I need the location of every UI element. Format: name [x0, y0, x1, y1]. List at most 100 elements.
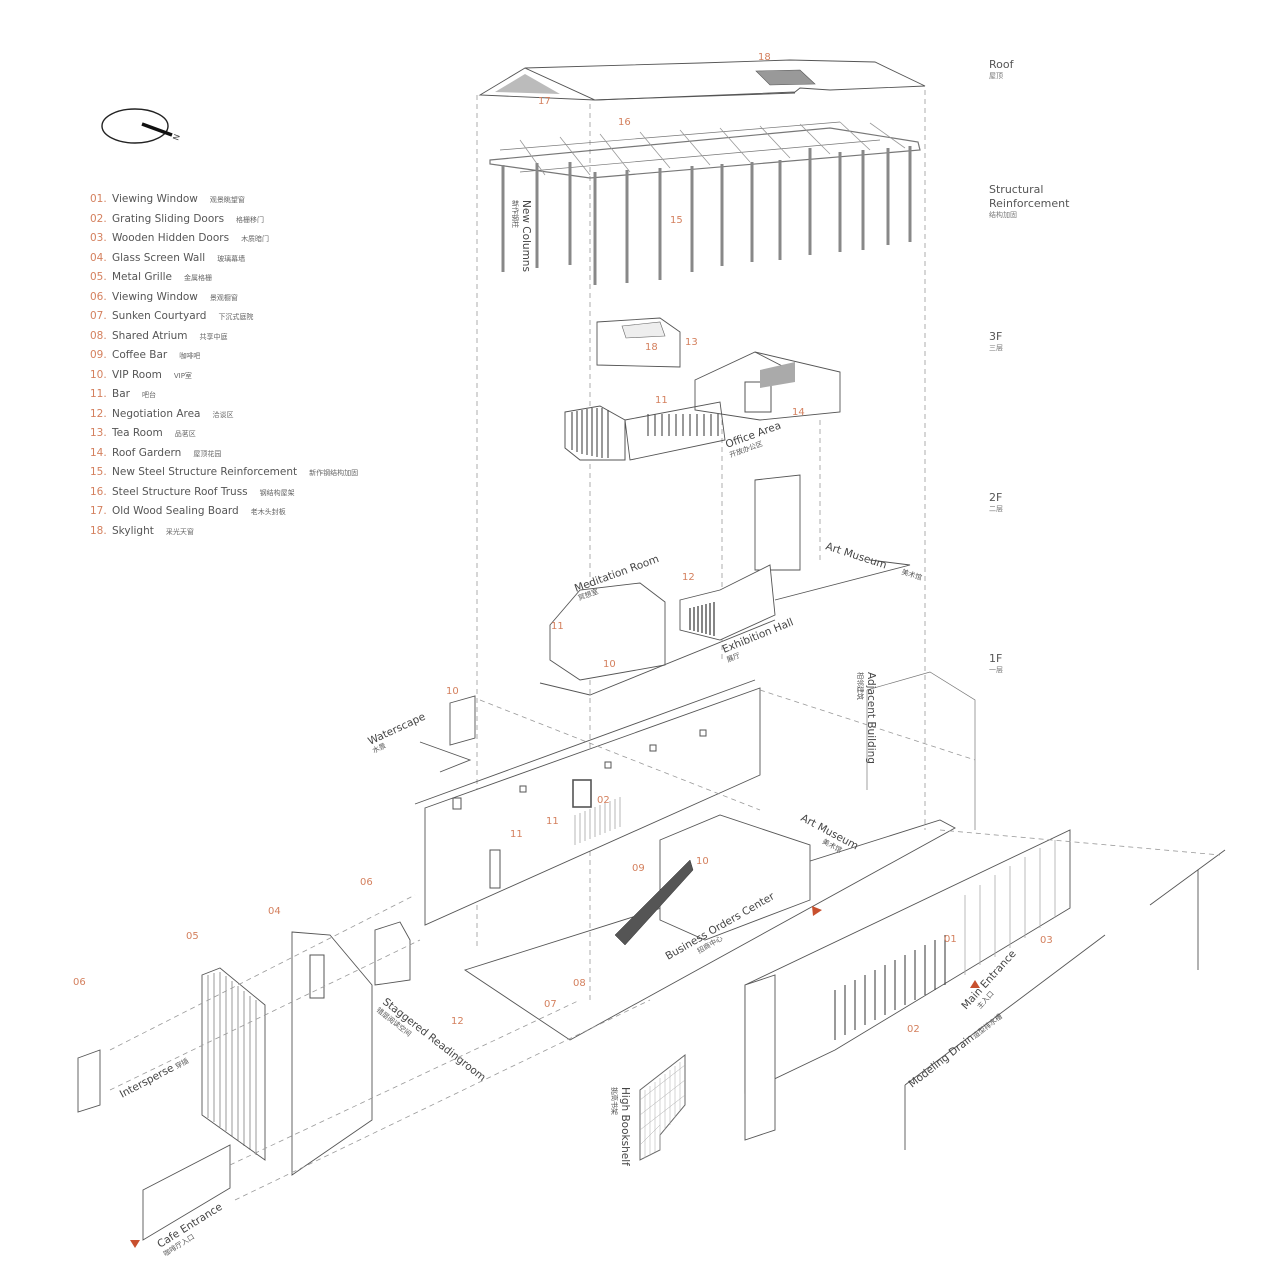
level-name: Roof [989, 58, 1014, 71]
legend-label: Grating Sliding Doors [112, 212, 225, 225]
high-bookshelf-label-cn: 挑高书架 [610, 1087, 619, 1115]
callout-08: 08 [573, 978, 586, 989]
legend-item: 18. Skylight 采光天窗 [90, 525, 390, 545]
legend-label: Steel Structure Roof Truss [112, 485, 248, 498]
legend-label: Viewing Window [112, 290, 198, 303]
legend-label: Negotiation Area [112, 407, 201, 420]
modeling-drain-label-cn: 造型排水槽 [971, 1012, 1004, 1041]
staggered-readingroom-label: Staggered Readingroom [380, 996, 488, 1084]
legend-label-cn: 玻璃幕墙 [217, 254, 246, 263]
legend-label: Sunken Courtyard [112, 310, 207, 322]
legend-item: 05. Metal Grille 金属格栅 [90, 271, 390, 291]
level-name: 2F [989, 491, 1003, 504]
callout-10-waterscape: 10 [446, 686, 459, 697]
second-floor-layer [539, 474, 911, 696]
legend-item: 06. Viewing Window 景观橱窗 [90, 291, 390, 311]
legend-label: New Steel Structure Reinforcement [112, 466, 298, 478]
callout-18-3f: 18 [645, 342, 658, 353]
legend-label-cn: 金属格栅 [184, 274, 212, 282]
legend-label: Glass Screen Wall [112, 251, 206, 264]
waterscape-label: Waterscape [366, 711, 427, 748]
legend-number: 10. [90, 368, 107, 381]
legend-number: 15. [90, 466, 107, 478]
callout-11-a: 11 [510, 829, 523, 840]
callout-16: 16 [618, 117, 631, 128]
legend-number: 01. [90, 193, 107, 205]
level-name-cn: 一层 [989, 666, 1003, 674]
callout-04: 04 [268, 906, 281, 917]
legend-number: 12. [90, 407, 107, 420]
callout-12-2f: 12 [682, 572, 695, 583]
third-floor-layer [564, 317, 841, 461]
legend-label: Skylight [112, 524, 154, 537]
legend-label-cn: 观景眺望窗 [209, 196, 245, 204]
callout-11-2f: 11 [551, 621, 564, 632]
cafe-entrance-arrow-icon [130, 1240, 140, 1248]
roof-layer [478, 59, 926, 101]
callout-01: 01 [944, 934, 957, 945]
legend-number: 06. [90, 290, 107, 303]
legend-label-cn: 品茗区 [174, 430, 196, 438]
callout-17: 17 [538, 96, 551, 107]
high-bookshelf-label: High Bookshelf [619, 1087, 631, 1166]
level-name: 3F [989, 330, 1003, 343]
legend-number: 11. [90, 388, 107, 400]
legend-item: 07. Sunken Courtyard 下沉式庭院 [90, 310, 390, 330]
legend-number: 18. [90, 524, 107, 537]
callout-15: 15 [670, 215, 683, 226]
north-compass-icon: N [101, 108, 182, 144]
adjacent-building-label-cn: 相邻建筑 [856, 672, 865, 700]
callout-06-b: 06 [73, 977, 86, 988]
callout-02-front: 02 [907, 1024, 920, 1035]
callout-13: 13 [685, 337, 698, 348]
level-name: 1F [989, 652, 1003, 665]
legend-number: 05. [90, 271, 107, 283]
legend-number: 17. [90, 505, 107, 517]
legend-label-cn: 咖啡吧 [179, 352, 201, 360]
callout-05: 05 [186, 931, 199, 942]
compass-north-label: N [171, 133, 182, 142]
modeling-drain-label: Modeling Drain [906, 1032, 976, 1090]
legend-number: 13. [90, 427, 107, 439]
legend-label-cn: 吧台 [141, 391, 156, 399]
new-columns-label-cn: 新作钢柱 [511, 200, 520, 228]
legend-number: 07. [90, 310, 107, 322]
level-name-cn: 三层 [989, 344, 1003, 352]
legend-label: Wooden Hidden Doors [112, 232, 230, 244]
callout-12-1f: 12 [451, 1016, 464, 1027]
level-name-cn: 结构加固 [989, 211, 1017, 219]
legend-label: Metal Grille [112, 271, 172, 283]
level-name-cn: 屋顶 [989, 72, 1003, 80]
callout-10-2f: 10 [603, 659, 616, 670]
main-entrance-arrow-icon [970, 980, 980, 988]
art-museum-2f-label: Art Museum [824, 540, 888, 571]
legend-label-cn: 采光天窗 [165, 527, 194, 536]
legend-label-cn: 下沉式庭院 [218, 313, 254, 321]
legend-label: Roof Gardern [112, 446, 182, 459]
legend-label-cn: 钢结构屋架 [259, 488, 295, 497]
legend-number: 14. [90, 446, 107, 459]
legend-label-cn: 景观橱窗 [209, 293, 238, 302]
callout-02-rear: 02 [597, 795, 610, 806]
callout-18-roof: 18 [758, 52, 771, 63]
callout-11-b: 11 [546, 816, 559, 827]
legend-number: 09. [90, 349, 107, 361]
legend-number: 02. [90, 212, 107, 225]
